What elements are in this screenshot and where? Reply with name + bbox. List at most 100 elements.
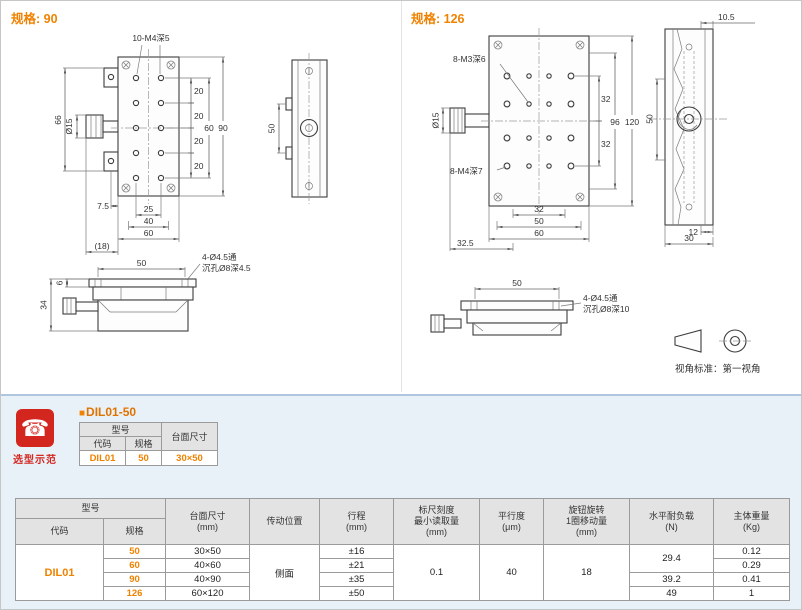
dim-label-side-50: 50 xyxy=(645,114,655,124)
panel-divider xyxy=(401,1,402,392)
dim-label-7-5: 7.5 xyxy=(97,201,109,211)
cell-parallelism: 40 xyxy=(479,544,545,601)
spec126-front-view: 8-M3深6 8-M4深7 Ø15 xyxy=(431,28,597,214)
dim-label-25: 25 xyxy=(144,204,154,214)
cell-code: DIL01 xyxy=(15,544,104,601)
counterbore-note-line1: 4-Ø4.5通 xyxy=(202,252,237,262)
cell-surface-90: 40×90 xyxy=(165,572,251,587)
cell-size-60: 60 xyxy=(102,558,167,573)
dim-label-lower-50: 50 xyxy=(512,278,522,288)
cell-load-3: 49 xyxy=(629,586,715,601)
dim-label-32a: 32 xyxy=(601,94,611,104)
dim-label-lower-50: 50 xyxy=(137,258,147,268)
phone-icon: ☎ xyxy=(16,409,54,447)
dim-label-60-right: 60 xyxy=(204,123,214,133)
cell-surface-126: 60×120 xyxy=(165,586,251,601)
table-row: 90 40×90 ±35 39.2 0.41 xyxy=(16,572,791,587)
example-model-label: DIL01-50 xyxy=(86,405,137,419)
bullet-icon: ■ xyxy=(79,408,86,419)
dim-label-8-m3: 8-M3深6 xyxy=(453,54,486,64)
dim-label-66: 66 xyxy=(53,115,63,125)
dim-label-32b: 32 xyxy=(601,139,611,149)
dim-label-120: 120 xyxy=(625,117,639,127)
cell-travel-60: ±21 xyxy=(319,558,395,573)
dim-label-10-m4: 10-M4深5 xyxy=(132,33,170,43)
dim-label-90: 90 xyxy=(218,123,228,133)
table-row: 60 40×60 ±21 0.29 xyxy=(16,558,791,573)
cell-size-50: 50 xyxy=(102,544,167,559)
col-header-knob: 旋钮旋转 1圈移动量 (mm) xyxy=(543,498,631,545)
cell-travel-90: ±35 xyxy=(319,572,395,587)
col-header-weight: 主体重量 (Kg) xyxy=(713,498,791,545)
badge-label: 选型示范 xyxy=(13,455,57,466)
dim-label-12: 12 xyxy=(689,227,699,237)
col-header-drive: 传动位置 xyxy=(249,498,321,545)
dim-label-dia15: Ø15 xyxy=(431,112,441,128)
cell-surface-60: 40×60 xyxy=(165,558,251,573)
projection-note: 视角标准：第一视角 xyxy=(675,363,761,375)
dim-label-b50: 50 xyxy=(534,216,544,226)
col-header-code: 代码 xyxy=(15,518,104,545)
table-row: DIL01 50 30×50 侧面 ±16 0.1 40 18 29.4 0.1… xyxy=(15,544,791,601)
cell-load-1: 29.4 xyxy=(629,544,715,573)
drawings-section: 规格: 90 规格: 126 xyxy=(1,1,801,394)
table-row: 126 60×120 ±50 49 1 xyxy=(16,586,791,601)
cell-weight-90: 0.41 xyxy=(713,572,791,587)
cell-weight-126: 1 xyxy=(713,586,791,601)
dim-label-34: 34 xyxy=(39,300,49,310)
ex-header-code: 代码 xyxy=(79,436,126,451)
counterbore-note-line2: 沉孔Ø8深10 xyxy=(583,304,630,314)
dim-label-60-bottom: 60 xyxy=(144,228,154,238)
dim-label-side-50: 50 xyxy=(267,124,277,134)
col-header-size: 规格 xyxy=(102,518,167,545)
dim-label-dia15: Ø15 xyxy=(64,118,74,134)
cell-surface-50: 30×50 xyxy=(165,544,251,559)
spec126-side-view: 10.5 50 12 30 xyxy=(645,12,755,247)
ex-header-model: 型号 xyxy=(79,422,162,437)
cell-weight-50: 0.12 xyxy=(713,544,791,559)
cell-size-90: 90 xyxy=(102,572,167,587)
dim-label-96: 96 xyxy=(610,117,620,127)
dim-label-20a: 20 xyxy=(194,86,204,96)
cell-travel-126: ±50 xyxy=(319,586,395,601)
ex-value-size: 50 xyxy=(125,450,162,466)
col-header-load: 水平耐负载 (N) xyxy=(629,498,715,545)
counterbore-note-line2: 沉孔Ø8深4.5 xyxy=(202,263,251,273)
col-header-surface: 台面尺寸 (mm) xyxy=(165,498,251,545)
dim-label-18: (18) xyxy=(94,241,109,251)
ex-value-code: DIL01 xyxy=(79,450,126,466)
dim-label-10-5: 10.5 xyxy=(718,12,735,22)
cell-load-2: 39.2 xyxy=(629,572,715,587)
cell-travel-50: ±16 xyxy=(319,544,395,559)
cell-drive: 侧面 xyxy=(249,544,321,601)
spec-table: 型号 台面尺寸 (mm) 传动位置 行程 (mm) 标尺刻度 最小读取量 (mm… xyxy=(14,498,791,601)
dim-label-b32: 32 xyxy=(534,204,544,214)
first-angle-projection-symbol: 视角标准：第一视角 xyxy=(674,329,761,375)
lower-band: ☎ 选型示范 ■DIL01-50 型号 台面尺寸 代码 规格 DIL01 50 xyxy=(1,394,801,609)
dim-label-b60: 60 xyxy=(534,228,544,238)
spec126-title: 规格: 126 xyxy=(411,12,465,26)
dim-label-40: 40 xyxy=(144,216,154,226)
dim-label-6: 6 xyxy=(55,280,65,285)
ex-value-surface: 30×50 xyxy=(161,450,218,466)
selection-example-badge: ☎ 选型示范 xyxy=(13,409,57,466)
spec90-bottom-view: 50 4-Ø4.5通 沉孔Ø8深4.5 6 xyxy=(39,252,251,332)
example-title: ■DIL01-50 xyxy=(79,405,218,419)
dim-label-8-m4: 8-M4深7 xyxy=(450,166,483,176)
ex-header-surface: 台面尺寸 xyxy=(161,422,218,451)
cell-knob-travel: 18 xyxy=(543,544,631,601)
dim-label-32-5: 32.5 xyxy=(457,238,474,248)
spec126-front-dims: 32 32 96 120 32 50 xyxy=(449,35,639,251)
col-header-travel: 行程 (mm) xyxy=(319,498,395,545)
col-header-model: 型号 xyxy=(14,498,167,519)
dim-label-20b: 20 xyxy=(194,111,204,121)
spec90-side-view: 50 xyxy=(267,53,328,204)
cell-scale: 0.1 xyxy=(393,544,481,601)
spec90-front-dims: 20 20 20 20 60 90 66 Ø15 xyxy=(53,56,228,255)
spec90-title: 规格: 90 xyxy=(11,12,58,26)
dim-label-20c: 20 xyxy=(194,136,204,146)
spec126-bottom-view: 50 4-Ø4.5通 沉孔Ø8深10 xyxy=(430,278,630,336)
col-header-parallelism: 平行度 (μm) xyxy=(479,498,545,545)
spec90-front-view: 10-M4深5 xyxy=(85,33,187,204)
